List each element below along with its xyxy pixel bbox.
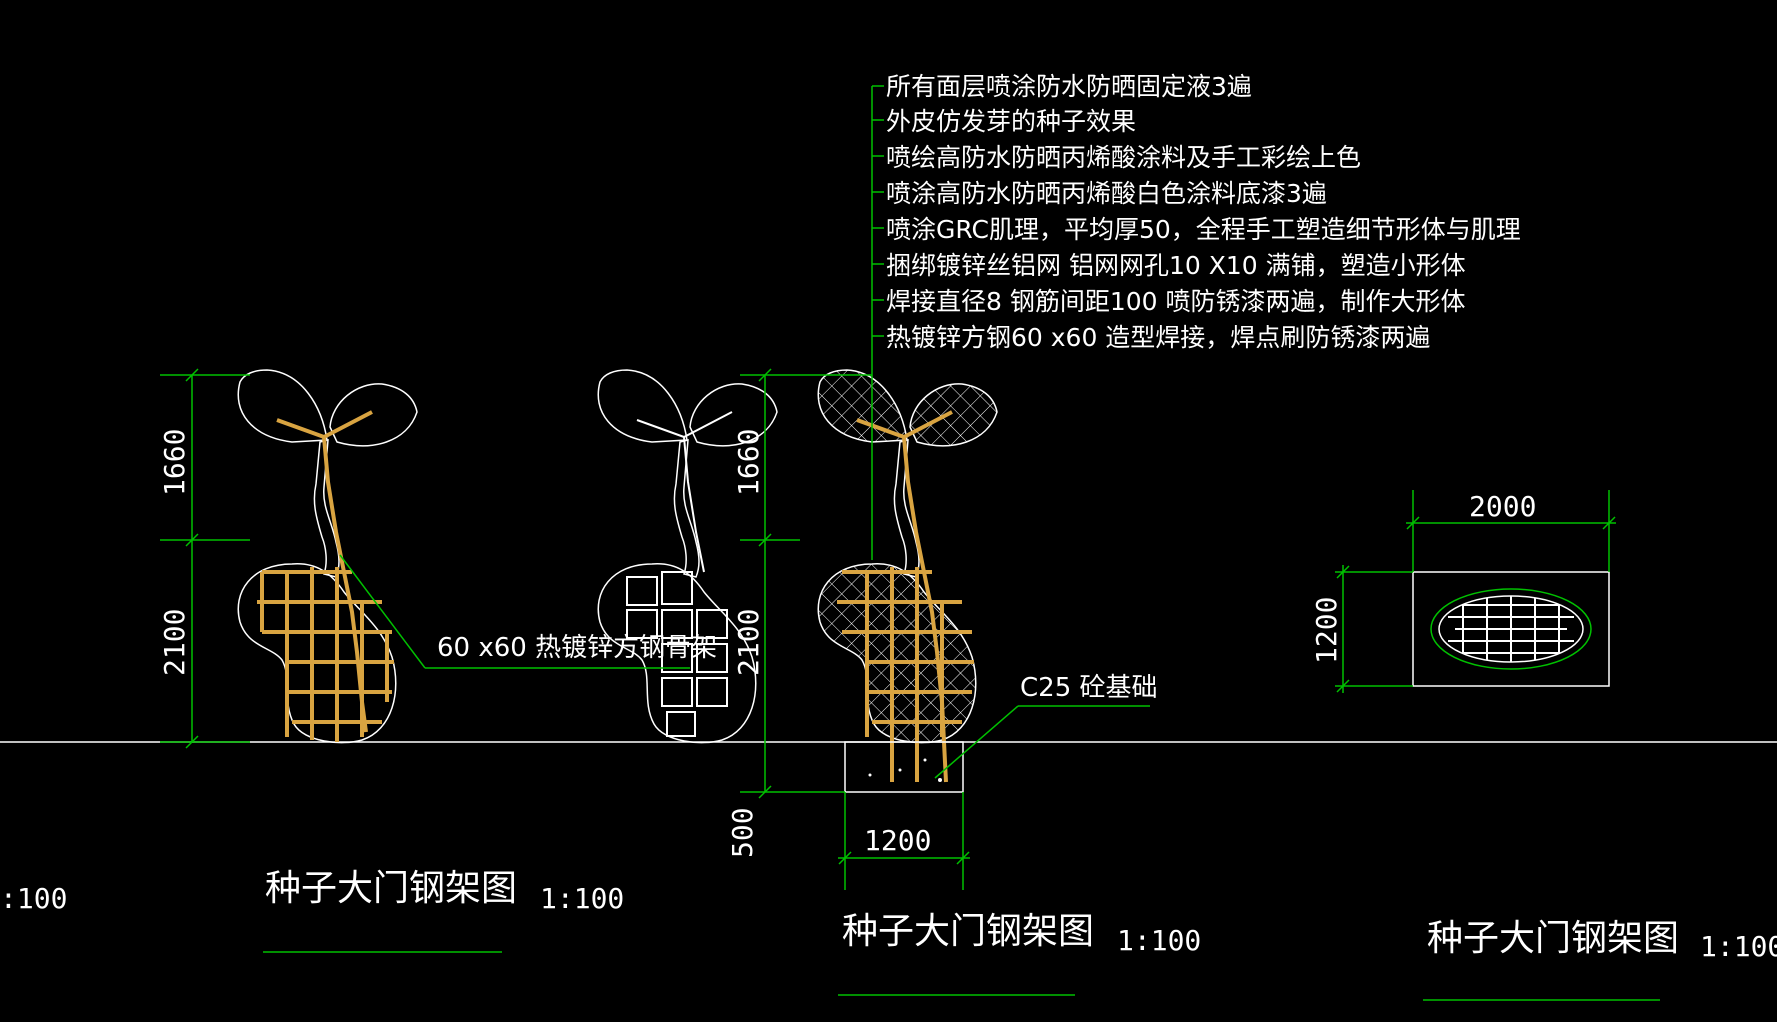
note-7: 焊接直径8 钢筋间距100 喷防锈漆两遍，制作大形体 xyxy=(886,287,1466,316)
dim-foundation-depth: 500 xyxy=(726,807,759,858)
dim-plan-depth: 1200 xyxy=(1310,597,1343,664)
dimension-plan xyxy=(1335,490,1616,693)
foundation-label: C25 砼基础 xyxy=(1020,673,1158,703)
title-1-scale: 1:100 xyxy=(540,882,624,915)
title-block-3: 种子大门钢架图 1:100 xyxy=(1423,918,1777,1001)
dim-left-upper: 1660 xyxy=(158,429,191,496)
seed-elevation-right xyxy=(817,369,998,783)
plan-view xyxy=(1412,571,1610,687)
foundation-block xyxy=(844,741,964,793)
dim-foundation-width: 1200 xyxy=(864,824,931,857)
note-1: 所有面层喷涂防水防晒固定液3遍 xyxy=(886,72,1252,101)
title-3-scale: 1:100 xyxy=(1700,930,1777,963)
note-2: 外皮仿发芽的种子效果 xyxy=(886,107,1136,136)
steel-frame xyxy=(257,410,394,742)
steel-frame-label: 60 x60 热镀锌方钢骨架 xyxy=(437,633,717,663)
note-8: 热镀锌方钢60 x60 造型焊接，焊点刷防锈漆两遍 xyxy=(886,323,1430,352)
seed-elevation-middle xyxy=(597,369,778,744)
title-2: 种子大门钢架图 xyxy=(842,911,1094,952)
title-block-2: 种子大门钢架图 1:100 xyxy=(838,911,1201,996)
title-1: 种子大门钢架图 xyxy=(265,868,517,909)
edge-scale: :100 xyxy=(0,882,67,915)
note-4: 喷涂高防水防晒丙烯酸白色涂料底漆3遍 xyxy=(886,179,1327,208)
dimension-middle xyxy=(740,368,872,799)
seed-elevation-left xyxy=(237,369,418,744)
notes-leader xyxy=(871,85,884,560)
dim-left-lower: 2100 xyxy=(158,609,191,676)
note-6: 捆绑镀锌丝铝网 铝网网孔10 X10 满铺，塑造小形体 xyxy=(886,251,1466,280)
dim-plan-width: 2000 xyxy=(1469,490,1536,523)
dimension-foundation-width xyxy=(838,792,970,890)
title-3: 种子大门钢架图 xyxy=(1427,918,1679,959)
note-5: 喷涂GRC肌理，平均厚50，全程手工塑造细节形体与肌理 xyxy=(886,215,1521,244)
callout-steel-frame xyxy=(339,554,690,669)
material-notes: 所有面层喷涂防水防晒固定液3遍 外皮仿发芽的种子效果 喷绘高防水防晒丙烯酸涂料及… xyxy=(886,72,1521,352)
dim-mid-lower: 2100 xyxy=(732,609,765,676)
title-2-scale: 1:100 xyxy=(1117,924,1201,957)
callout-foundation xyxy=(934,705,1150,779)
title-block-1: 种子大门钢架图 1:100 xyxy=(263,868,624,953)
note-3: 喷绘高防水防晒丙烯酸涂料及手工彩绘上色 xyxy=(886,143,1361,172)
dim-mid-upper: 1660 xyxy=(732,429,765,496)
dimension-left xyxy=(160,368,250,749)
